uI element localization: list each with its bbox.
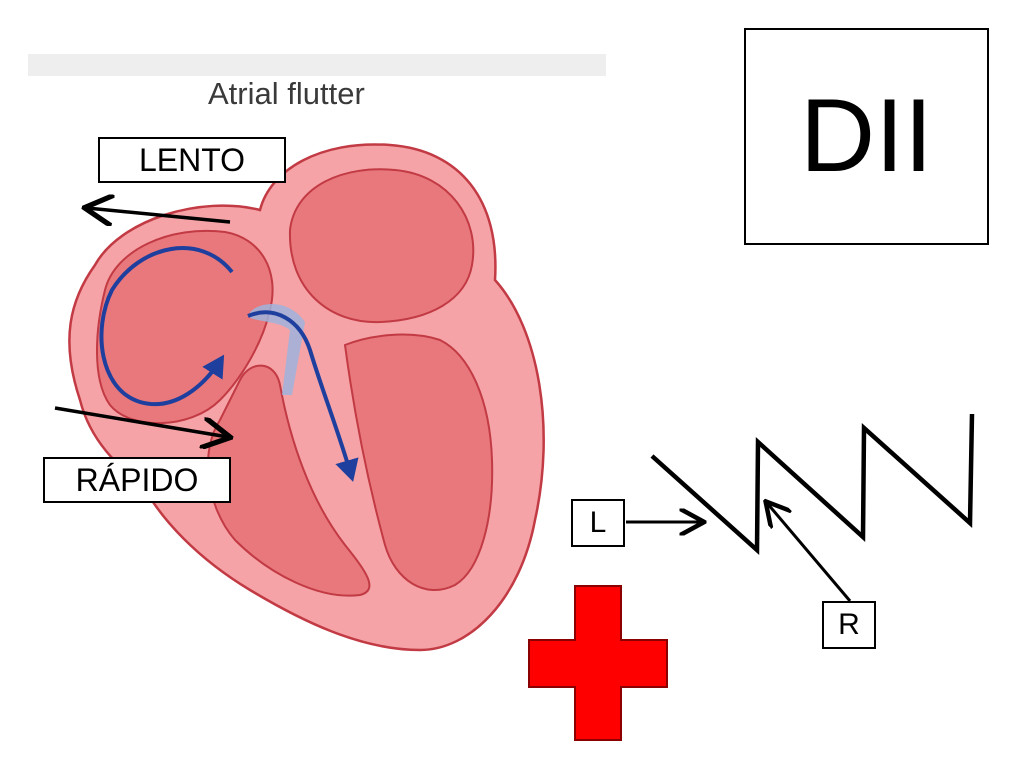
- rapido-pointer-arrow: [54, 406, 228, 437]
- lento-pointer-arrow: [87, 208, 231, 222]
- lead-label: DII: [744, 28, 989, 245]
- title-band: [28, 54, 606, 76]
- flutter-circuit-path: [99, 246, 234, 407]
- r-pointer-arrow: [767, 503, 852, 602]
- l-label: L: [571, 499, 625, 547]
- heart-illustration: [68, 143, 545, 652]
- medical-cross-icon: [528, 585, 668, 741]
- left-atrium-chamber: [288, 168, 475, 324]
- atrioventricular-pathway: [250, 303, 305, 395]
- r-label: R: [822, 601, 876, 649]
- right-ventricle-chamber: [207, 364, 371, 597]
- rapido-label: RÁPIDO: [43, 457, 231, 503]
- figure-title: Atrial flutter: [208, 76, 365, 111]
- right-atrium-chamber: [96, 229, 274, 425]
- ventricular-conduction-path: [247, 310, 359, 482]
- flutter-sawtooth-wave: [650, 413, 975, 555]
- lento-label: LENTO: [98, 137, 286, 183]
- left-ventricle-chamber: [343, 333, 494, 591]
